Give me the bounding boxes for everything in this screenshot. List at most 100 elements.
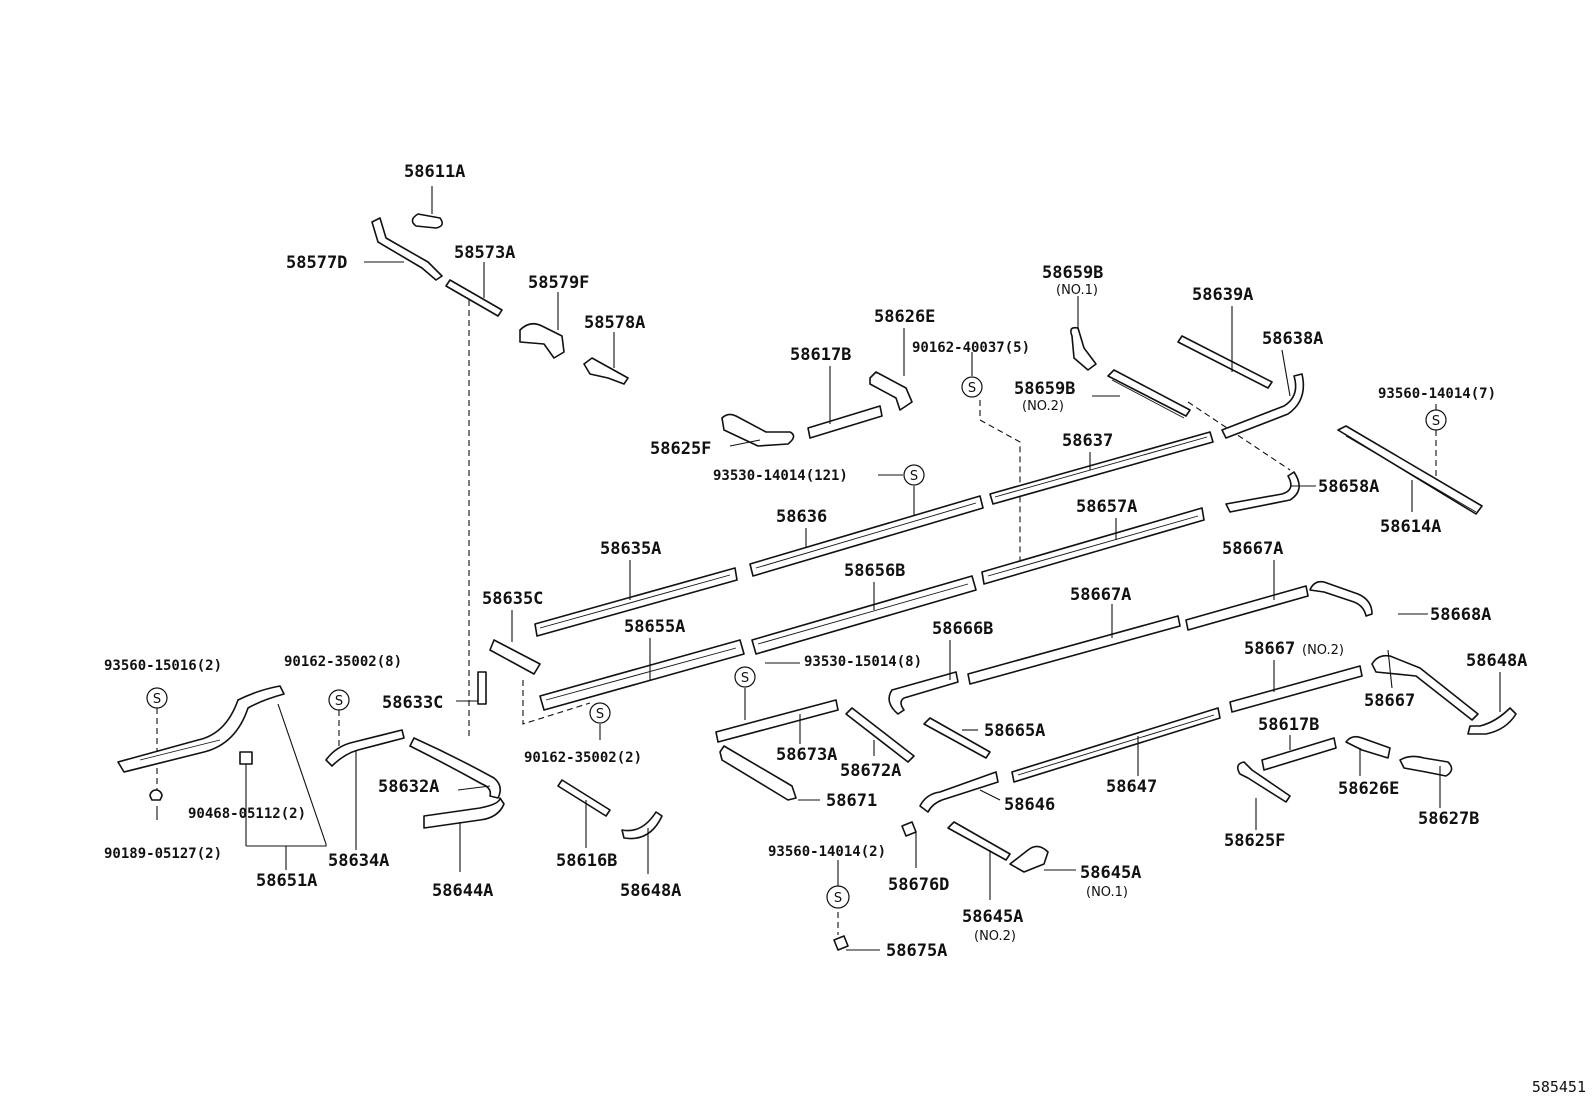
label-58573A: 58573A xyxy=(454,243,515,263)
label-58644A: 58644A xyxy=(432,881,493,901)
leader-58632A xyxy=(457,785,491,791)
label-58625F-low: 58625F xyxy=(1224,831,1285,851)
part-58659B-no1 xyxy=(1070,326,1097,371)
part-58651A-inner xyxy=(139,739,221,761)
part-58632A xyxy=(409,737,502,799)
part-shapes xyxy=(117,213,1517,951)
part-58578A xyxy=(583,357,629,385)
label-58676D: 58676D xyxy=(888,875,949,895)
s-symbol-3: S xyxy=(589,702,611,724)
part-58647-inner xyxy=(1017,714,1215,776)
label-58645A-no1-sub: (NO.1) xyxy=(1086,885,1128,900)
part-58656B xyxy=(751,575,977,655)
part-58635A-inner xyxy=(539,574,731,629)
label-58648A-right: 58648A xyxy=(1466,651,1527,671)
part-58577D xyxy=(371,217,443,281)
label-58671: 58671 xyxy=(826,791,877,811)
part-58659B-no2 xyxy=(1107,369,1191,417)
label-58645A-no1: 58645A xyxy=(1080,863,1141,883)
leader-58667 xyxy=(1387,649,1393,689)
label-58667-no2: 58667 xyxy=(1244,639,1295,659)
label-58627B: 58627B xyxy=(1418,809,1479,829)
label-58667A-right: 58667A xyxy=(1222,539,1283,559)
leader-lines xyxy=(156,186,1501,951)
s-symbol-7: S xyxy=(1425,409,1447,431)
part-58665A xyxy=(923,717,991,759)
label-58579F: 58579F xyxy=(528,273,589,293)
label-93530-15014: 93530-15014(8) xyxy=(804,654,922,670)
s-symbol-4-text: S xyxy=(741,671,749,686)
part-58667 xyxy=(1371,654,1479,721)
s-symbol-4-circle xyxy=(734,666,756,688)
label-58647: 58647 xyxy=(1106,777,1157,797)
part-58633C xyxy=(477,671,487,705)
label-58625F-top: 58625F xyxy=(650,439,711,459)
label-58645A-no2: 58645A xyxy=(962,907,1023,927)
label-58635A: 58635A xyxy=(600,539,661,559)
part-58626E-top xyxy=(869,371,913,411)
part-58645A-no2 xyxy=(947,821,1011,861)
label-93560-15016: 93560-15016(2) xyxy=(104,658,222,674)
leader-58646 xyxy=(979,789,1001,801)
part-58579F xyxy=(519,322,565,359)
part-58644A xyxy=(423,797,505,829)
label-58648A-low: 58648A xyxy=(620,881,681,901)
part-58651A xyxy=(117,685,285,773)
label-58659B-no1: 58659B xyxy=(1042,263,1103,283)
label-58626E-low: 58626E xyxy=(1338,779,1399,799)
part-58675A xyxy=(833,935,849,951)
part-58626E-low xyxy=(1345,735,1391,759)
s-symbol-2-text: S xyxy=(335,694,343,709)
part-58672A xyxy=(845,707,915,763)
label-58659B-no1-sub: (NO.1) xyxy=(1056,283,1098,298)
label-90162-35002-8: 90162-35002(8) xyxy=(284,654,402,670)
part-58639A xyxy=(1177,335,1273,389)
s-symbol-6-text: S xyxy=(968,381,976,396)
part-58666B xyxy=(888,671,959,715)
label-93560-14014-2: 93560-14014(2) xyxy=(768,844,886,860)
part-58668A xyxy=(1309,580,1373,617)
part-58614A xyxy=(1337,425,1483,515)
s-symbol-3-text: S xyxy=(596,707,604,722)
label-58675A: 58675A xyxy=(886,941,947,961)
dashed-guide-center xyxy=(979,400,1021,572)
label-58668A: 58668A xyxy=(1430,605,1491,625)
label-58666B: 58666B xyxy=(932,619,993,639)
label-58617B-low: 58617B xyxy=(1258,715,1319,735)
part-58625F-low xyxy=(1236,761,1291,803)
label-58626E-top: 58626E xyxy=(874,307,935,327)
part-58637 xyxy=(989,431,1214,505)
label-58633C: 58633C xyxy=(382,693,443,713)
s-symbol-3-circle xyxy=(589,702,611,724)
part-58645A-no1 xyxy=(1009,845,1049,873)
label-58665A: 58665A xyxy=(984,721,1045,741)
label-58639A: 58639A xyxy=(1192,285,1253,305)
part-58657A-inner xyxy=(987,515,1199,577)
label-58667-no2-sub: (NO.2) xyxy=(1302,643,1344,658)
part-58659B-no2-inner xyxy=(1111,379,1185,419)
part-58616B xyxy=(557,779,611,817)
part-58636 xyxy=(749,495,984,577)
part-58648A-low xyxy=(621,811,663,840)
part-58658A xyxy=(1225,471,1300,513)
label-58614A: 58614A xyxy=(1380,517,1441,537)
label-90162-35002-2: 90162-35002(2) xyxy=(524,750,642,766)
s-symbol-1: S xyxy=(146,687,168,709)
s-symbol-2-circle xyxy=(328,689,350,711)
label-58645A-no2-sub: (NO.2) xyxy=(974,929,1016,944)
label-93530-14014: 93530-14014(121) xyxy=(713,468,848,484)
part-58676D xyxy=(901,821,917,837)
s-symbol-8-text: S xyxy=(834,891,842,906)
leader-58625F-top xyxy=(729,439,761,447)
part-90468-05112 xyxy=(239,751,253,765)
label-58657A: 58657A xyxy=(1076,497,1137,517)
label-58617B-top: 58617B xyxy=(790,345,851,365)
label-58611A: 58611A xyxy=(404,162,465,182)
s-symbol-4: S xyxy=(734,666,756,688)
diagram-reference-number: 585451 xyxy=(1532,1078,1586,1096)
part-58637-inner xyxy=(994,436,1208,498)
label-58667: 58667 xyxy=(1364,691,1415,711)
part-58573A xyxy=(445,279,503,317)
label-58646: 58646 xyxy=(1004,795,1055,815)
